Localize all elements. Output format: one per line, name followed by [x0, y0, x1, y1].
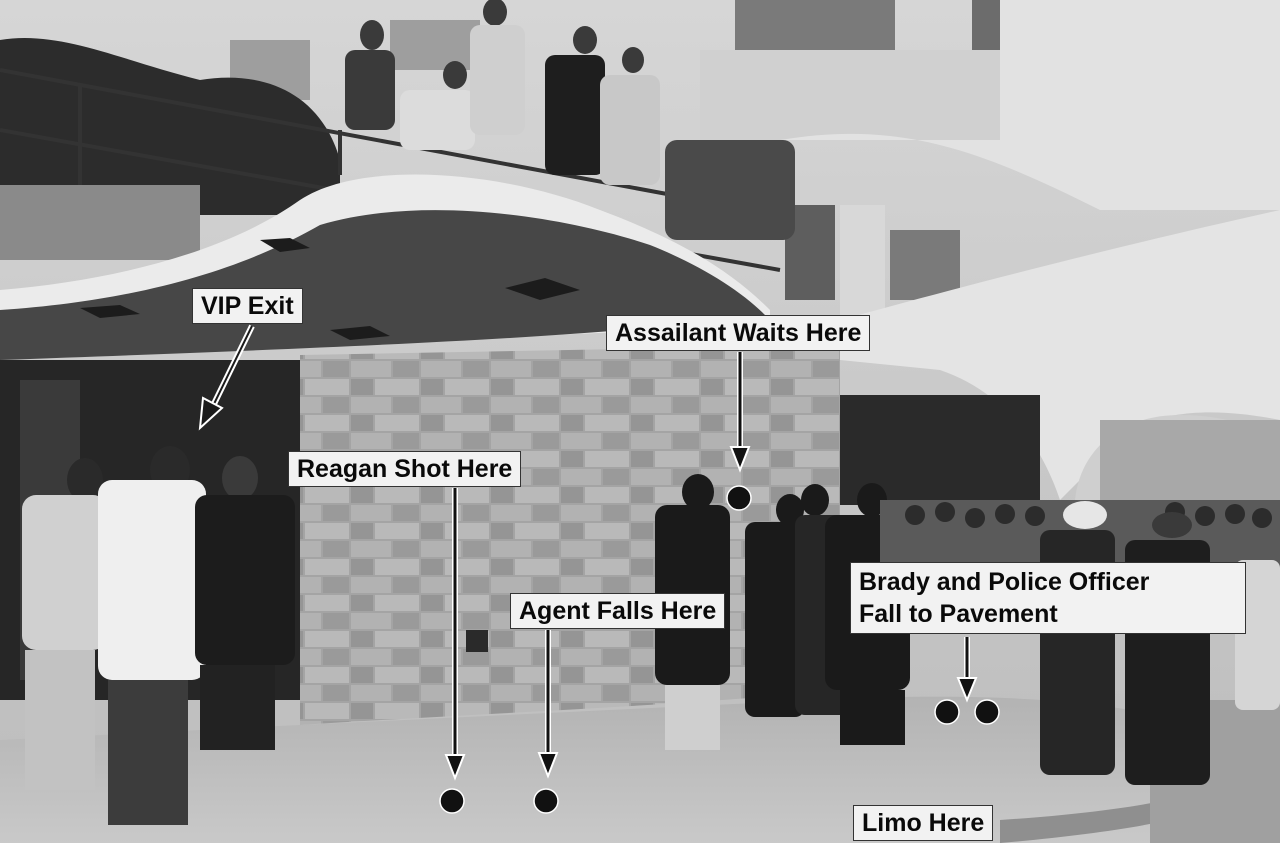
retaining-wall — [0, 185, 200, 260]
reagan-label: Reagan Shot Here — [289, 452, 521, 486]
reagan-arrow-icon — [444, 488, 466, 781]
officer-dot-marker-icon — [974, 699, 1000, 725]
reagan-dot-marker-icon — [439, 788, 465, 814]
people-left — [22, 446, 295, 825]
left-canopy-underside — [0, 210, 765, 360]
right-canopy-opening — [1100, 420, 1280, 500]
vip-exit-label: VIP Exit — [193, 289, 302, 323]
limo-label: Limo Here — [854, 806, 993, 840]
assailant-dot-marker-icon — [726, 485, 752, 511]
stone-plaque — [466, 630, 488, 652]
assailant-arrow-icon — [729, 352, 751, 473]
agent-arrow-icon — [537, 630, 559, 779]
building-balcony — [700, 50, 1000, 140]
agent-dot-marker-icon — [533, 788, 559, 814]
right-canopy — [840, 210, 1280, 500]
brady-dot-marker-icon — [934, 699, 960, 725]
brady-label-line2: Fall to Pavement — [859, 600, 1058, 628]
vip-exit-arrow-icon — [198, 324, 255, 431]
balcony-spectators — [345, 0, 795, 240]
brady-label-line1: Brady and Police Officer — [859, 568, 1150, 596]
upper-balcony-curve — [780, 0, 1280, 210]
agent-label: Agent Falls Here — [511, 594, 725, 628]
brady-arrow-icon — [956, 637, 978, 703]
assailant-label: Assailant Waits Here — [607, 316, 870, 350]
building-column — [840, 205, 885, 315]
brady-label: Brady and Police Officer Fall to Pavemen… — [851, 563, 1245, 633]
curb — [1000, 760, 1262, 843]
canopy-lights — [80, 238, 580, 340]
hedge — [0, 38, 340, 215]
